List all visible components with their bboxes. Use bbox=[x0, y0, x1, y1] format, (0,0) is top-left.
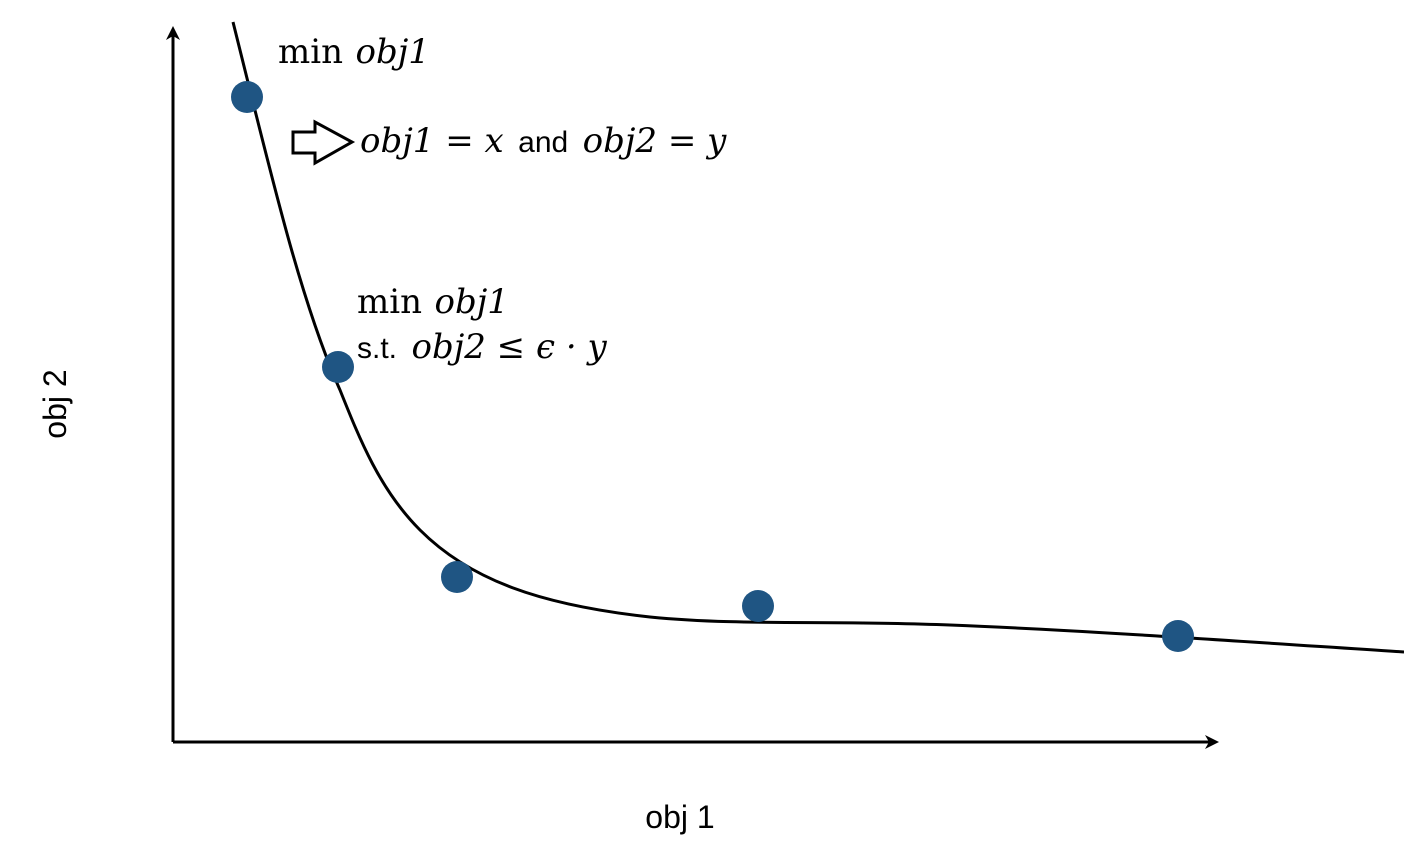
assignment-annotation: obj1 = x and obj2 = y bbox=[360, 121, 727, 161]
x-axis-label: obj 1 bbox=[645, 799, 714, 835]
top-annotation: min obj1 bbox=[278, 32, 430, 72]
y-axis-label: obj 2 bbox=[37, 369, 73, 438]
objective-label-2: obj1 bbox=[434, 282, 508, 322]
hollow-arrow-icon bbox=[291, 119, 356, 166]
constraint-annotation-line1: min obj1 bbox=[357, 282, 509, 322]
pareto-point bbox=[231, 81, 263, 113]
min-word: min bbox=[278, 32, 343, 72]
st-word: s.t. bbox=[357, 332, 397, 365]
objective-label: obj1 bbox=[355, 32, 429, 72]
pareto-point bbox=[441, 561, 473, 593]
pareto-point bbox=[1162, 620, 1194, 652]
pareto-front-curve bbox=[231, 21, 1404, 654]
assignment-obj1: obj1 = x bbox=[360, 121, 504, 161]
pareto-point bbox=[742, 590, 774, 622]
assignment-connector: and bbox=[518, 126, 568, 159]
min-word-2: min bbox=[357, 282, 422, 322]
assignment-obj2: obj2 = y bbox=[583, 121, 728, 161]
constraint-annotation-line2: s.t. obj2 ≤ ϵ · y bbox=[357, 327, 607, 367]
pareto-point bbox=[322, 351, 354, 383]
constraint-expression: obj2 ≤ ϵ · y bbox=[411, 327, 607, 367]
